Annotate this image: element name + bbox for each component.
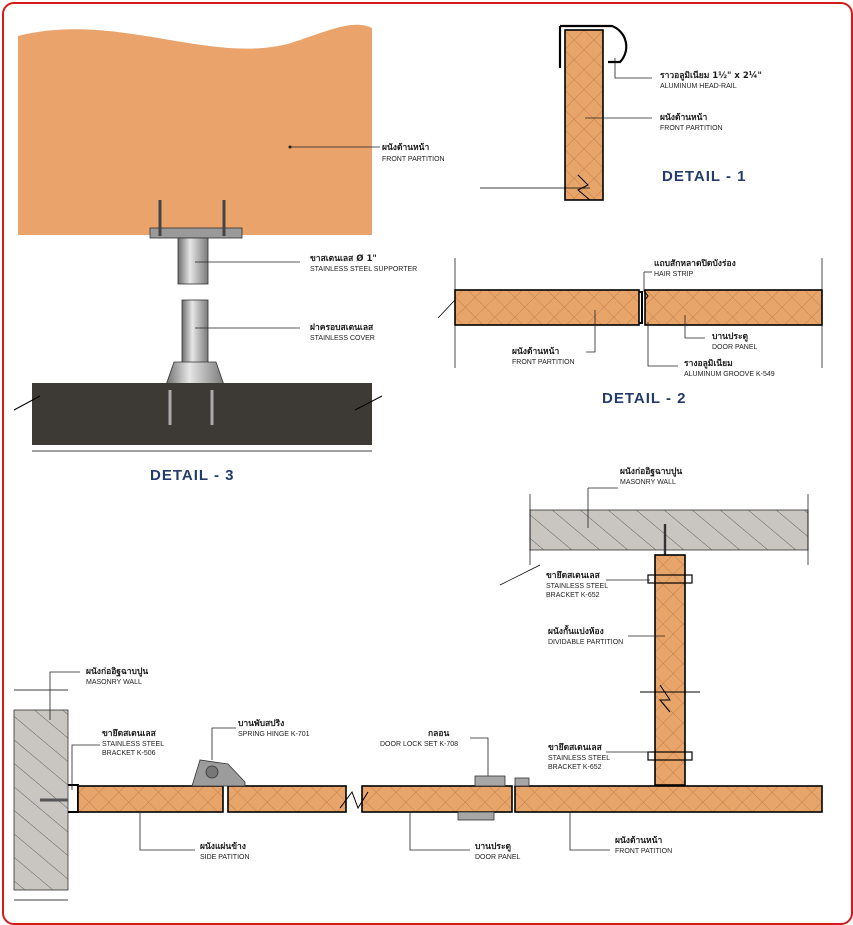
door-panel-section [644, 289, 823, 326]
plan-hinge-en: SPRING HINGE K-701 [238, 731, 310, 738]
detail1-headrail-en: ALUMINUM HEAD-RAIL [660, 83, 737, 90]
bracket-k652-top [647, 574, 693, 584]
plan-bracket652b-th: ขายึดสเตนเลส [548, 742, 603, 753]
aluminum-groove [639, 291, 643, 324]
detail2-hair-en: HAIR STRIP [654, 271, 694, 278]
door-panel [227, 785, 347, 813]
plan-frontpat-th: ผนังด้านหน้า [615, 835, 662, 846]
plan-lock-th: กลอน [428, 729, 449, 739]
break-line [354, 395, 383, 411]
plan-bracket652a-en2: BRACKET K-652 [546, 592, 600, 599]
plan-bracket652b-en1: STAINLESS STEEL [548, 755, 610, 762]
plan-frontpat-en: FRONT PATITION [615, 848, 672, 855]
plan-view: ผนังก่ออิฐฉาบปูน MASONRY WALL ขายึดสเตนเ… [13, 466, 823, 901]
detail3-support-en: STAINLESS STEEL SUPPORTER [310, 266, 417, 273]
plan-bracket506-en1: STAINLESS STEEL [102, 741, 164, 748]
break-line [13, 395, 41, 411]
front-partition-section [564, 29, 604, 201]
support-base-plate [149, 227, 243, 239]
front-partition [514, 785, 823, 813]
plan-side-en: SIDE PATITION [200, 854, 250, 861]
side-partition [77, 785, 224, 813]
detail-1: ราวอลูมิเนียม 1½" x 2¼" ALUMINUM HEAD-RA… [480, 24, 762, 201]
detail1-title: DETAIL - 1 [662, 168, 746, 185]
detail-2: แถบสักหลาดปิดบังร่อง HAIR STRIP บานประตู… [437, 258, 823, 407]
bracket-k506 [68, 784, 79, 813]
detail1-front-en: FRONT PARTITION [660, 125, 723, 132]
door-panel-2 [361, 785, 513, 813]
aluminum-head-rail [558, 24, 628, 68]
plan-masonry-top-en: MASONRY WALL [620, 479, 676, 486]
plan-bracket506-en2: BRACKET K-506 [102, 750, 156, 757]
lock-strike [514, 777, 530, 787]
plan-divide-th: ผนังกั้นแบ่งห้อง [548, 624, 604, 637]
stainless-cover [165, 361, 225, 386]
plan-side-th: ผนังแผ่นข้าง [200, 841, 246, 852]
dividable-partition [654, 554, 686, 786]
plan-masonry-top-th: ผนังก่ออิฐฉาบปูน [620, 466, 682, 477]
front-partition-panel [18, 24, 372, 235]
detail2-hair-th: แถบสักหลาดปิดบังร่อง [654, 258, 736, 269]
plan-lock-en: DOOR LOCK SET K-708 [380, 741, 458, 748]
steel-supporter-lower [181, 299, 209, 371]
detail1-headrail-th: ราวอลูมิเนียม 1½" x 2¼" [660, 70, 762, 81]
detail3-cover-th: ฝาครอบสเตนเลส [310, 323, 374, 333]
detail3-cover-en: STAINLESS COVER [310, 335, 375, 342]
detail3-support-th: ขาสเตนเลส Ø 1" [310, 253, 377, 264]
bracket-k652-bottom [647, 751, 693, 761]
detail2-front-en: FRONT PARTITION [512, 359, 575, 366]
plan-doorpanel-en: DOOR PANEL [475, 854, 520, 861]
plan-doorpanel-th: บานประตู [475, 842, 512, 852]
plan-hinge-th: บานพับสปริง [238, 718, 284, 729]
detail2-groove-th: รางอลูมิเนียม [684, 358, 733, 369]
detail2-door-en: DOOR PANEL [712, 344, 757, 351]
plan-bracket652b-en2: BRACKET K-652 [548, 764, 602, 771]
break-mark [640, 684, 700, 713]
plan-bracket506-th: ขายึดสเตนเลส [102, 728, 157, 739]
spring-hinge [191, 759, 246, 787]
floor-slab [32, 383, 372, 445]
detail2-title: DETAIL - 2 [602, 390, 686, 407]
detail2-front-th: ผนังด้านหน้า [512, 346, 559, 357]
masonry-wall-top [529, 509, 809, 551]
detail3-front-th: ผนังด้านหน้า [382, 142, 429, 153]
door-lock-inner [457, 811, 495, 821]
detail2-door-th: บานประตู [712, 332, 749, 342]
plan-masonry-left-th: ผนังก่ออิฐฉาบปูน [86, 666, 148, 677]
plan-masonry-left-en: MASONRY WALL [86, 679, 142, 686]
hair-strip [644, 291, 649, 301]
detail3-front-en: FRONT PARTITION [382, 156, 445, 163]
break-mark [339, 790, 369, 810]
detail3-title: DETAIL - 3 [150, 467, 234, 484]
detail-3: ผนังด้านหน้า FRONT PARTITION ขาสเตนเลส Ø… [13, 24, 445, 484]
door-lock-outer [474, 775, 506, 787]
plan-bracket652a-en1: STAINLESS STEEL [546, 583, 608, 590]
detail2-groove-en: ALUMINUM GROOVE K-549 [684, 371, 775, 378]
plan-divide-en: DIVIDABLE PARTITION [548, 639, 623, 646]
steel-supporter-upper [177, 237, 209, 285]
front-partition-section [454, 289, 640, 326]
plan-bracket652a-th: ขายึดสเตนเลส [546, 570, 601, 581]
break-mark [577, 174, 591, 201]
detail1-front-th: ผนังด้านหน้า [660, 112, 707, 123]
